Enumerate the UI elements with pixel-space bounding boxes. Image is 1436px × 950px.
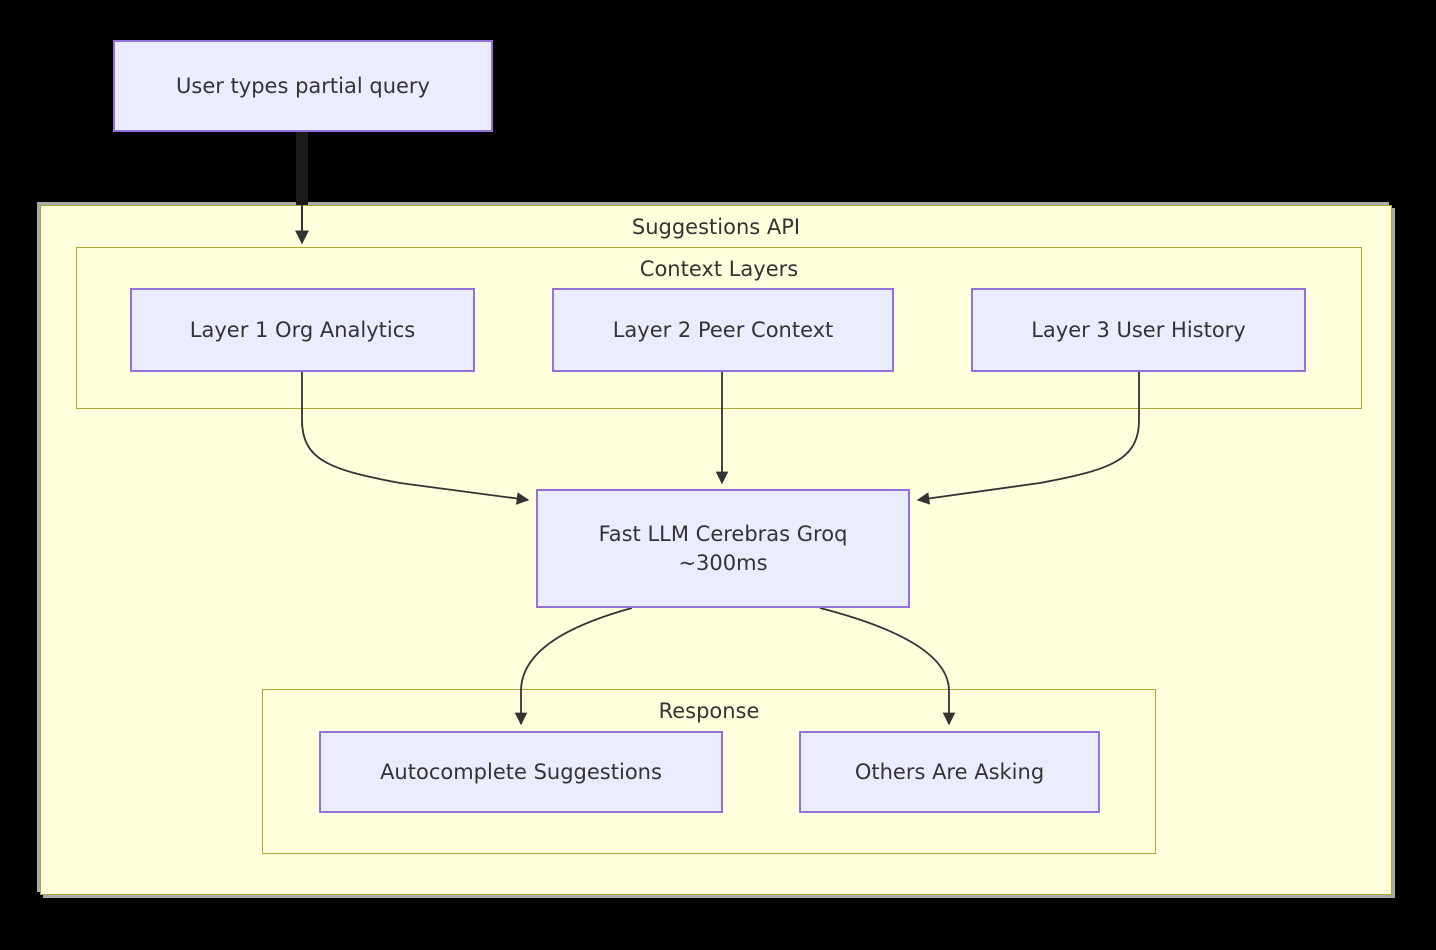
- node-layer-2-peer-context[interactable]: Layer 2 Peer Context: [552, 288, 894, 372]
- node-label: User types partial query: [176, 73, 430, 98]
- node-label: Others Are Asking: [854, 759, 1045, 784]
- node-fast-llm[interactable]: Fast LLM Cerebras Groq ~300ms: [536, 489, 910, 608]
- cluster-response-label: Response: [658, 699, 760, 723]
- node-label: Autocomplete Suggestions: [380, 759, 662, 784]
- node-autocomplete-suggestions[interactable]: Autocomplete Suggestions: [319, 731, 723, 813]
- cluster-context-layers-label: Context Layers: [639, 257, 799, 281]
- cluster-suggestions-api-label: Suggestions API: [631, 215, 801, 239]
- node-label: Layer 2 Peer Context: [612, 317, 834, 342]
- node-user-types-partial-query[interactable]: User types partial query: [113, 40, 493, 132]
- node-layer-1-org-analytics[interactable]: Layer 1 Org Analytics: [130, 288, 475, 372]
- node-label-line1: Fast LLM Cerebras Groq: [598, 522, 848, 547]
- node-others-are-asking[interactable]: Others Are Asking: [799, 731, 1100, 813]
- node-label: Layer 3 User History: [1031, 317, 1246, 342]
- node-layer-3-user-history[interactable]: Layer 3 User History: [971, 288, 1306, 372]
- node-label: Layer 1 Org Analytics: [189, 317, 416, 342]
- node-label-line2: ~300ms: [678, 550, 768, 575]
